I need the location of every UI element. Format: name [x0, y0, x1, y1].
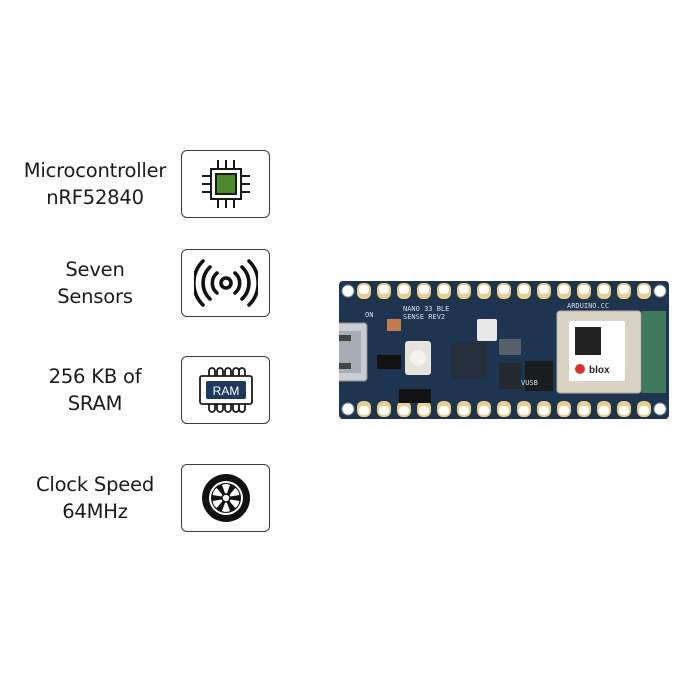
feature-microcontroller: Microcontroller nRF52840 — [0, 150, 272, 218]
feature-value: 64MHz — [62, 500, 128, 523]
feature-label: Microcontroller nRF52840 — [0, 157, 190, 211]
icon-box: RAM — [181, 356, 270, 424]
silkscreen-vusb: VUSB — [521, 379, 538, 387]
silkscreen-brand: ARDUINO.CC — [567, 302, 609, 310]
module-brand-text: blox — [589, 365, 610, 376]
fan-wheel-icon — [201, 474, 250, 522]
ram-label: RAM — [212, 384, 239, 398]
silkscreen-revision: SENSE REV2 — [403, 313, 445, 321]
wireless-signal-icon — [193, 259, 258, 307]
feature-sram: 256 KB of SRAM RAM — [0, 356, 272, 424]
icon-box — [181, 150, 270, 218]
ram-chip-icon: RAM — [198, 367, 253, 413]
silkscreen-on: ON — [365, 311, 373, 319]
icon-box — [181, 464, 270, 532]
feature-label: Clock Speed 64MHz — [0, 471, 190, 525]
feature-title: Seven — [65, 258, 125, 281]
feature-sensors: Seven Sensors — [0, 249, 272, 317]
feature-clock-speed: Clock Speed 64MHz — [0, 464, 272, 532]
feature-title: Microcontroller — [23, 159, 167, 182]
feature-value: SRAM — [67, 392, 123, 415]
feature-value: nRF52840 — [46, 186, 144, 209]
icon-box — [181, 249, 270, 317]
microchip-icon — [201, 160, 250, 208]
feature-label: 256 KB of SRAM — [0, 363, 190, 417]
feature-title: 256 KB of — [48, 365, 142, 388]
silkscreen-model: NANO 33 BLE — [403, 305, 449, 313]
arduino-nano-board-image: blox NANO 33 BLE SENSE REV2 ARDUINO.CC O… — [339, 281, 669, 419]
feature-value: Sensors — [57, 285, 133, 308]
feature-label: Seven Sensors — [0, 256, 190, 310]
feature-title: Clock Speed — [35, 473, 155, 496]
